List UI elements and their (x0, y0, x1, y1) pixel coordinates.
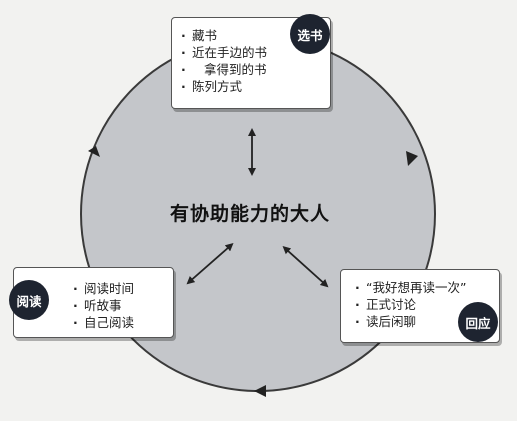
list-item: 听故事 (72, 297, 134, 314)
list-item: 正式讨论 (354, 296, 466, 313)
list-item: 自己阅读 (72, 314, 134, 331)
reading-badge: 阅读 (9, 280, 49, 320)
arrow-center-read (186, 243, 234, 285)
list-item: 近在手边的书 (180, 44, 322, 61)
list-item: 藏书 (180, 27, 322, 44)
select-books-box: 藏书 近在手边的书 拿得到的书 陈列方式 (171, 17, 331, 109)
list-item: “我好想再读一次” (354, 279, 466, 296)
list-item: 陈列方式 (180, 78, 322, 95)
arrow-center-respond (282, 245, 329, 288)
list-item: 读后闲聊 (354, 313, 466, 330)
reading-box: 阅读时间 听故事 自己阅读 (13, 267, 174, 338)
response-badge: 回应 (458, 302, 498, 342)
list-item: 拿得到的书 (180, 61, 322, 78)
cycle-arrow-upper-left (88, 146, 100, 157)
center-label: 有协助能力的大人 (169, 203, 330, 225)
select-badge: 选书 (290, 14, 330, 54)
list-item: 阅读时间 (72, 280, 134, 297)
cycle-arrow-upper-right (406, 151, 418, 166)
cycle-arrow-bottom (254, 385, 266, 397)
